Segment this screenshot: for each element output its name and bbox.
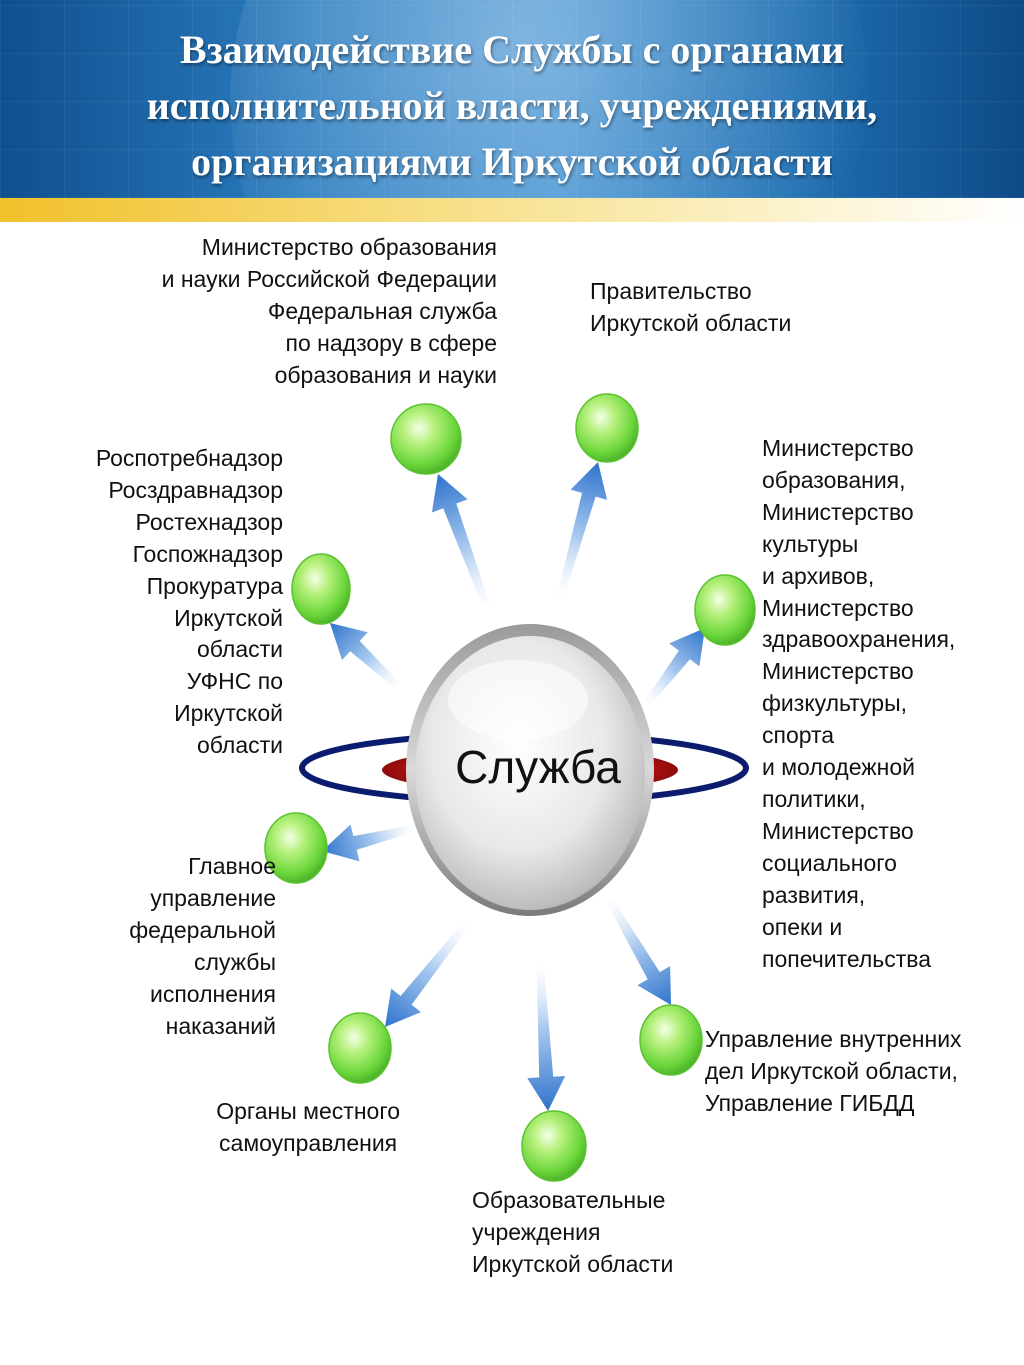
arrow-regional-ministries xyxy=(643,628,705,708)
node-government-irkutsk xyxy=(575,393,639,463)
node-internal-affairs xyxy=(639,1004,703,1076)
arrow-ministry-education-science xyxy=(431,474,492,612)
node-penitentiary-service xyxy=(264,812,328,884)
node-educational-institutions xyxy=(521,1110,587,1182)
label-educational-institutions: Образовательные учреждения Иркутской обл… xyxy=(472,1187,674,1277)
label-supervisory-agencies: Роспотребнадзор Росздравнадзор Ростехнад… xyxy=(95,445,283,759)
center-label: Служба xyxy=(455,741,621,793)
label-internal-affairs: Управление внутренних дел Иркутской обла… xyxy=(705,1026,962,1116)
gold-stripe xyxy=(0,198,1024,222)
title-banner: Взаимодействие Службы с органами исполни… xyxy=(0,0,1024,198)
label-penitentiary-service: Главное управление федеральной службы ис… xyxy=(129,853,276,1039)
label-regional-ministries: Министерство образования, Министерство к… xyxy=(762,435,956,972)
arrow-penitentiary-service xyxy=(322,824,417,862)
center-highlight xyxy=(448,660,588,740)
node-supervisory-agencies xyxy=(291,553,351,625)
arrow-government-irkutsk xyxy=(556,462,608,599)
nodes-group xyxy=(264,393,756,1182)
arrow-internal-affairs xyxy=(605,896,671,1005)
arrows-group xyxy=(322,462,705,1111)
arrow-supervisory-agencies xyxy=(330,623,403,691)
banner-texture xyxy=(0,0,1024,198)
globe-background xyxy=(230,0,870,198)
node-regional-ministries xyxy=(694,574,756,646)
node-local-government xyxy=(328,1012,392,1084)
label-local-government: Органы местного самоуправления xyxy=(216,1098,400,1156)
page-title: Взаимодействие Службы с органами исполни… xyxy=(146,27,878,184)
label-government-irkutsk: Правительство Иркутской области xyxy=(590,278,792,336)
node-ministry-education-science xyxy=(390,403,462,475)
arrow-local-government xyxy=(385,919,471,1027)
label-ministry-education-science: Министерство образования и науки Российс… xyxy=(161,234,497,388)
arrow-educational-institutions xyxy=(527,959,566,1111)
